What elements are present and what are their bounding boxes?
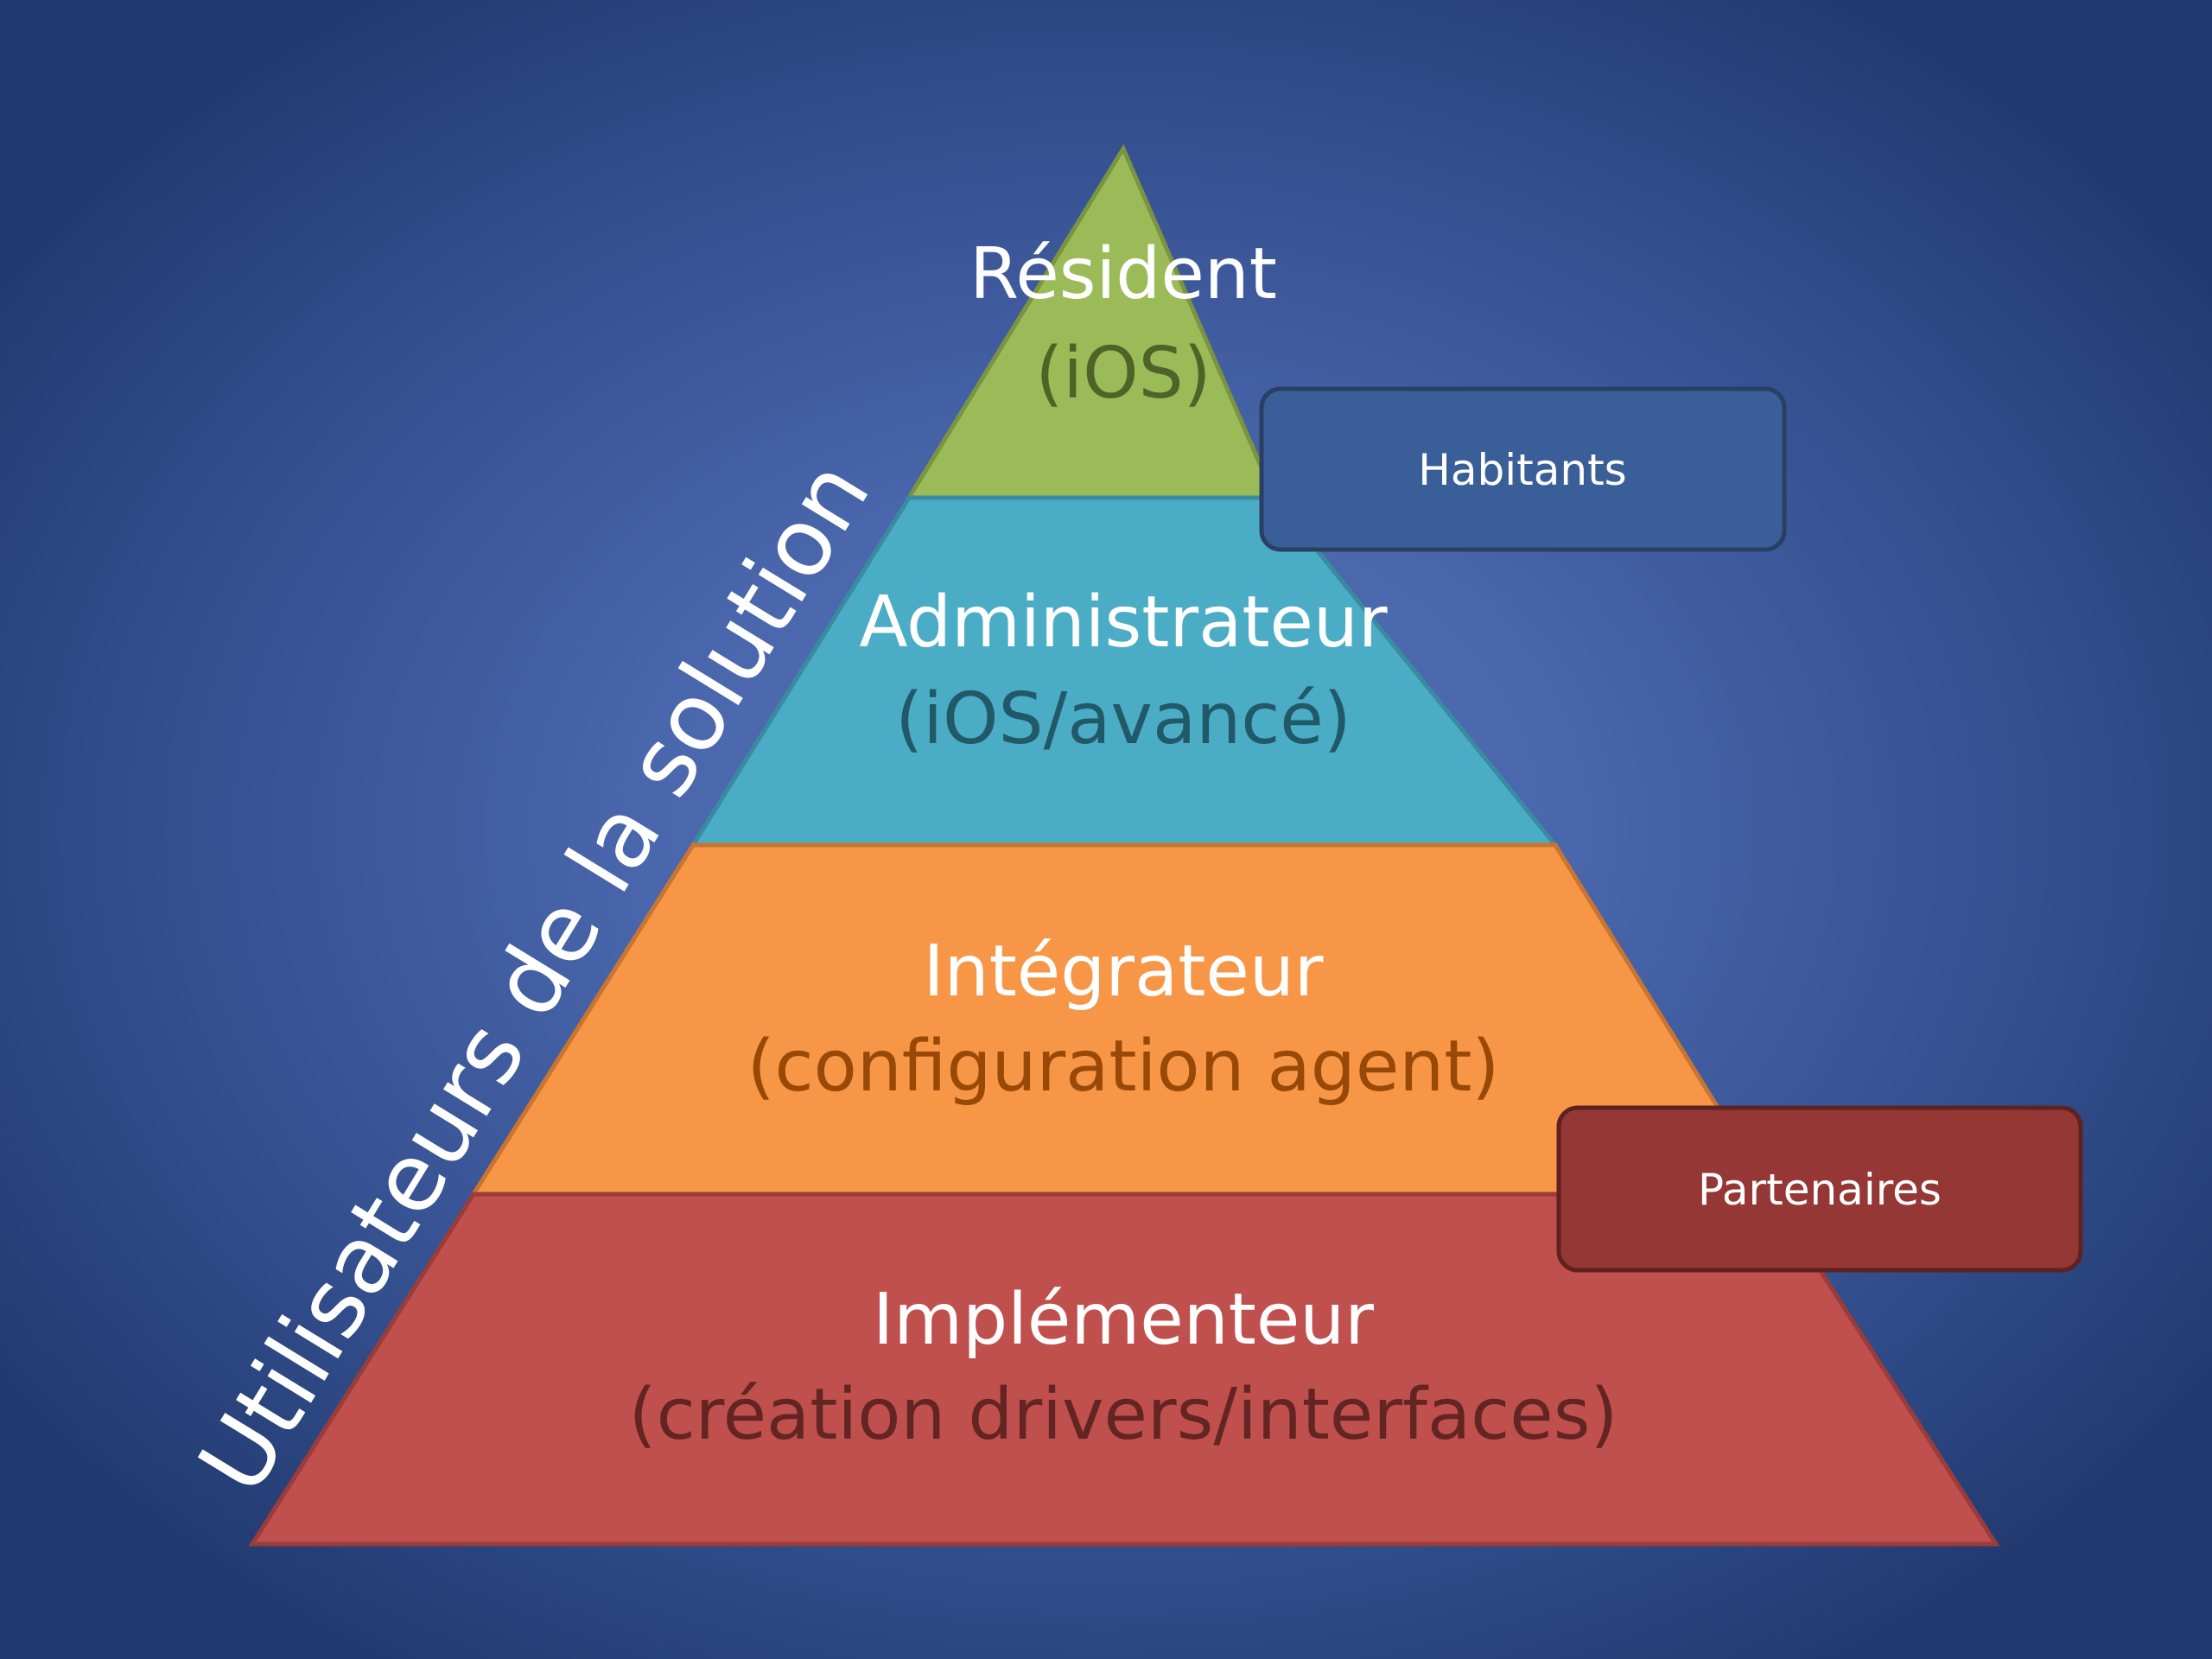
tier-implementeur-title: Implémenteur bbox=[873, 1279, 1374, 1361]
tier-administrateur-subtitle: (iOS/avancé) bbox=[895, 678, 1351, 760]
tier-resident-title: Résident bbox=[969, 233, 1277, 315]
tier-resident bbox=[905, 143, 1278, 500]
habitants-tag-label: Habitants bbox=[1418, 445, 1626, 495]
partenaires-tag: Partenaires bbox=[1556, 1105, 2083, 1273]
partenaires-tag-label: Partenaires bbox=[1698, 1165, 1942, 1215]
tier-implementeur-subtitle: (création drivers/interfaces) bbox=[629, 1374, 1618, 1456]
tier-resident-subtitle: (iOS) bbox=[1035, 333, 1211, 415]
tier-integrateur-subtitle: (configuration agent) bbox=[747, 1026, 1500, 1108]
habitants-tag: Habitants bbox=[1259, 386, 1787, 552]
tier-implementeur bbox=[248, 1192, 2000, 1547]
tier-integrateur-title: Intégrateur bbox=[923, 931, 1323, 1013]
tier-administrateur-title: Administrateur bbox=[859, 582, 1388, 664]
